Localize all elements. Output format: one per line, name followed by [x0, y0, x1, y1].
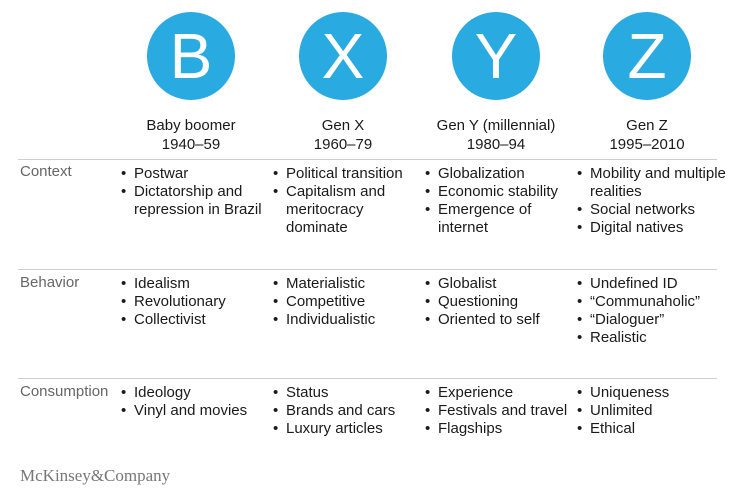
gen-letter: B: [169, 20, 213, 92]
behavior-boomer-list: Idealism Revolutionary Collectivist: [120, 275, 270, 329]
list-item: Vinyl and movies: [120, 402, 270, 420]
list-item: Ethical: [576, 420, 726, 438]
row-divider: [18, 378, 717, 379]
list-item: Undefined ID: [576, 275, 726, 293]
list-item: Brands and cars: [272, 402, 422, 420]
list-item: Collectivist: [120, 311, 270, 329]
gen-circle-b: B: [147, 12, 235, 100]
list-item: Ideology: [120, 384, 270, 402]
row-divider: [18, 269, 717, 270]
context-genx-list: Political transition Capitalism and meri…: [272, 165, 422, 237]
list-item: Realistic: [576, 329, 726, 347]
list-item: Individualistic: [272, 311, 422, 329]
list-item: “Communaholic”: [576, 293, 726, 311]
list-item: Emergence of internet: [424, 201, 563, 237]
list-item: Capitalism and meritocracy dominate: [272, 183, 391, 237]
gen-years: 1940–59: [161, 136, 221, 153]
list-item: Status: [272, 384, 422, 402]
consumption-genz-list: Uniqueness Unlimited Ethical: [576, 384, 726, 438]
list-item: Globalist: [424, 275, 574, 293]
gen-name: Gen Y (millennial): [436, 117, 556, 134]
list-item: Dictatorship and repression in Brazil: [120, 183, 270, 219]
context-geny-list: Globalization Economic stability Emergen…: [424, 165, 574, 237]
gen-years: 1960–79: [313, 136, 373, 153]
gen-letter: Y: [474, 20, 518, 92]
row-divider: [18, 159, 717, 160]
row-label-behavior: Behavior: [20, 274, 80, 291]
gen-name: Baby boomer: [146, 117, 236, 134]
consumption-boomer-list: Ideology Vinyl and movies: [120, 384, 270, 420]
list-item: Digital natives: [576, 219, 726, 237]
list-item: Globalization: [424, 165, 574, 183]
gen-letter: Z: [627, 20, 667, 92]
gen-letter: X: [321, 20, 365, 92]
gen-circle-z: Z: [603, 12, 691, 100]
behavior-genz-list: Undefined ID “Communaholic” “Dialoguer” …: [576, 275, 726, 347]
list-item: “Dialoguer”: [576, 311, 726, 329]
gen-circle-x: X: [299, 12, 387, 100]
row-label-consumption: Consumption: [20, 383, 109, 400]
consumption-genx-list: Status Brands and cars Luxury articles: [272, 384, 422, 438]
list-item: Uniqueness: [576, 384, 726, 402]
list-item: Luxury articles: [272, 420, 422, 438]
context-boomer-list: Postwar Dictatorship and repression in B…: [120, 165, 270, 219]
list-item: Political transition: [272, 165, 422, 183]
list-item: Unlimited: [576, 402, 726, 420]
list-item: Oriented to self: [424, 311, 574, 329]
context-genz-list: Mobility and multiple realities Social n…: [576, 165, 726, 237]
behavior-geny-list: Globalist Questioning Oriented to self: [424, 275, 574, 329]
list-item: Idealism: [120, 275, 270, 293]
list-item: Competitive: [272, 293, 422, 311]
list-item: Postwar: [120, 165, 270, 183]
list-item: Questioning: [424, 293, 574, 311]
gen-name: Gen X: [321, 117, 365, 134]
consumption-geny-list: Experience Festivals and travel Flagship…: [424, 384, 574, 438]
list-item: Festivals and travel: [424, 402, 574, 420]
behavior-genx-list: Materialistic Competitive Individualisti…: [272, 275, 422, 329]
list-item: Revolutionary: [120, 293, 270, 311]
list-item: Social networks: [576, 201, 726, 219]
list-item: Materialistic: [272, 275, 422, 293]
gen-circle-y: Y: [452, 12, 540, 100]
gen-years: 1980–94: [466, 136, 526, 153]
list-item: Experience: [424, 384, 574, 402]
list-item: Mobility and multiple realities: [576, 165, 726, 201]
brand-logo-text: McKinsey&Company: [20, 466, 171, 485]
row-label-context: Context: [20, 163, 72, 180]
gen-name: Gen Z: [626, 117, 668, 134]
gen-years: 1995–2010: [609, 136, 685, 153]
list-item: Flagships: [424, 420, 574, 438]
list-item: Economic stability: [424, 183, 574, 201]
